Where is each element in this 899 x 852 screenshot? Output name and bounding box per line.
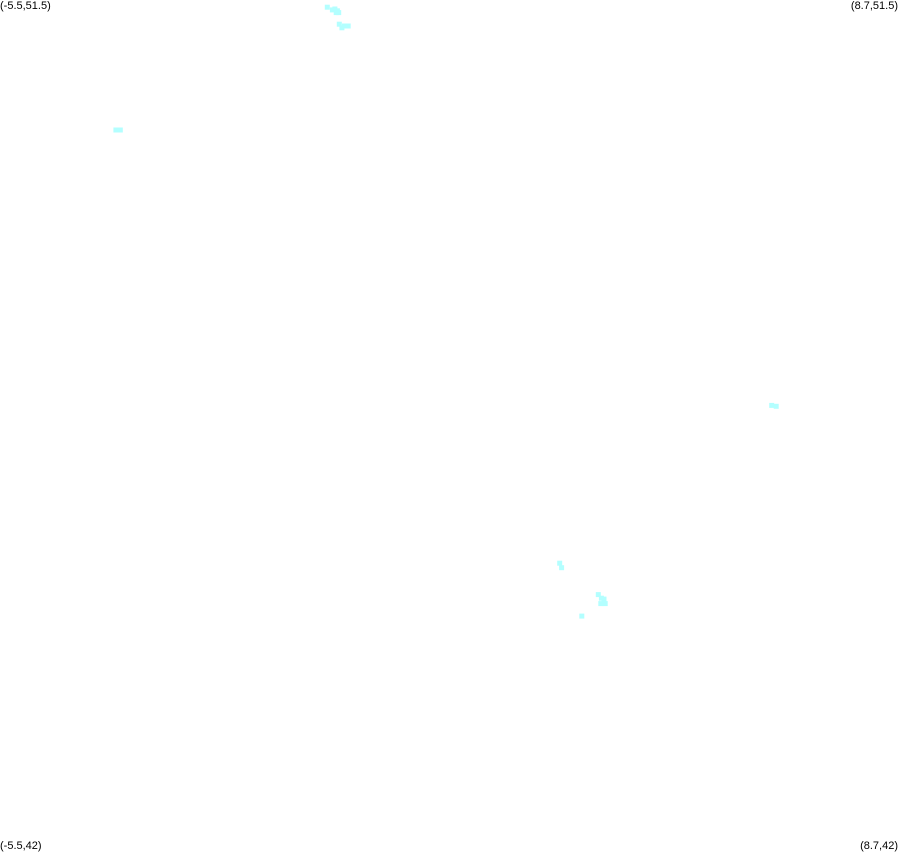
map-point-21 bbox=[579, 613, 585, 619]
map-point-8 bbox=[341, 23, 347, 29]
corner-label-bottom-left: (-5.5,42) bbox=[0, 840, 42, 852]
map-point-5 bbox=[336, 10, 342, 16]
map-point-18 bbox=[601, 596, 607, 602]
corner-label-top-right: (8.7,51.5) bbox=[850, 0, 898, 12]
map-point-12 bbox=[769, 402, 775, 408]
map-point-6 bbox=[336, 21, 342, 27]
map-point-19 bbox=[598, 601, 604, 607]
map-point-14 bbox=[557, 560, 563, 566]
map-point-16 bbox=[595, 592, 601, 598]
map-point-0 bbox=[324, 4, 330, 10]
map-point-10 bbox=[113, 127, 119, 133]
corner-label-top-left: (-5.5,51.5) bbox=[0, 0, 51, 12]
map-point-13 bbox=[773, 403, 779, 409]
corner-label-bottom-right: (8.7,42) bbox=[860, 840, 898, 852]
map-point-20 bbox=[602, 601, 608, 607]
map-point-11 bbox=[117, 127, 123, 133]
map-point-15 bbox=[559, 565, 565, 571]
map-point-17 bbox=[598, 595, 604, 601]
map-point-9 bbox=[345, 23, 351, 29]
